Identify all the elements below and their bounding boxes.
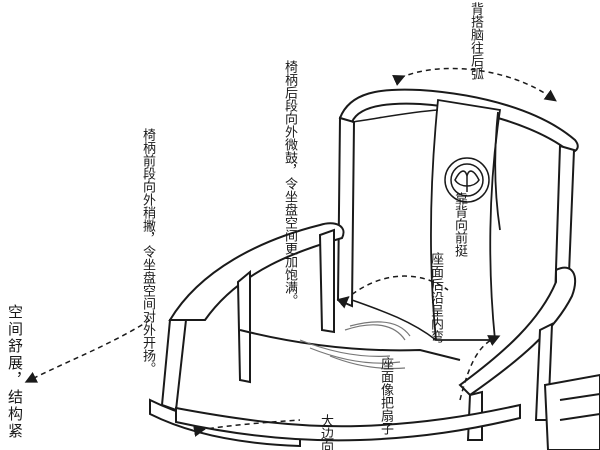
- annotation-big-edge: 大边向: [318, 414, 333, 450]
- back-posts: [336, 116, 576, 308]
- seat-frame: [149, 329, 521, 448]
- annotation-seat-fan: 座面像把扇子: [378, 357, 393, 435]
- lower-stretcher: [543, 373, 600, 450]
- left-armrest: [160, 222, 345, 412]
- medallion-carving: [444, 157, 490, 203]
- annotation-seat-rear: 座面后沿呈内弯: [428, 252, 443, 343]
- seat-hatch: [299, 321, 411, 370]
- annotation-rear-armrest: 椅柄后段向外微鼓，令坐盘空间更加饱满。: [282, 60, 297, 307]
- annotation-side-note: 空间舒展，结构紧: [6, 304, 24, 440]
- back-panel: [351, 109, 439, 341]
- annotation-arrows: [24, 67, 557, 437]
- annotation-backrest: 靠背向前挺: [452, 192, 467, 257]
- annotation-front-armrest: 椅柄前段向外稍撇，令坐盘空间对外开扬。: [140, 128, 155, 375]
- annotation-back-rail: 背搭脑往后弧: [468, 2, 483, 80]
